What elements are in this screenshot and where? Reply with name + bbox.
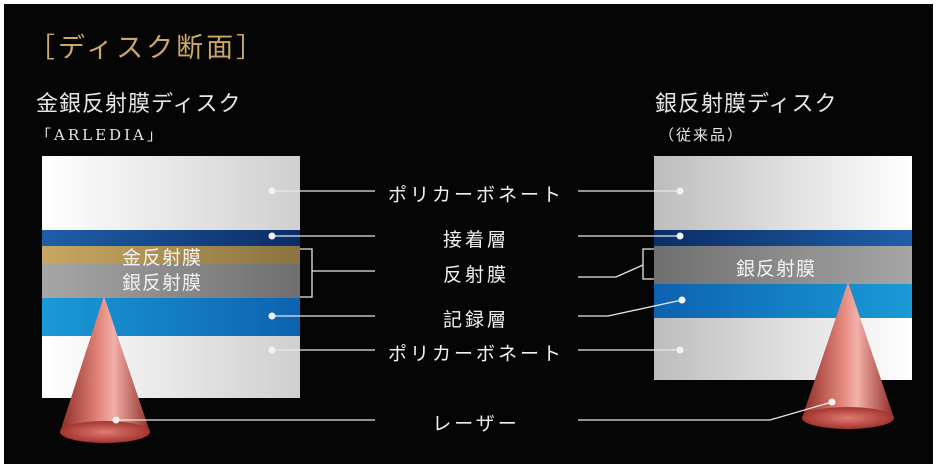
left-disc [42, 156, 300, 398]
connector-dots [112, 187, 836, 424]
right-polycarbonate-top [654, 156, 912, 230]
right-laser-cone [802, 282, 894, 429]
label-reflective-film: 反射膜 [442, 264, 509, 286]
left-adhesive-layer [42, 230, 300, 246]
left-silver-reflective-layer [42, 264, 300, 298]
left-disc-heading: 金銀反射膜ディスク [36, 92, 242, 117]
connector-lines [116, 190, 833, 421]
label-recording-layer: 記録層 [442, 309, 509, 331]
left-recording-layer [42, 298, 300, 336]
diagram-title: ［ディスク断面］ [28, 33, 267, 64]
left-disc-subheading: 「ARLEDIA」 [36, 126, 165, 144]
right-recording-layer [654, 284, 912, 318]
right-disc-subheading: （従来品） [659, 126, 745, 144]
right-silver-layer-label: 銀反射膜 [736, 258, 817, 280]
left-polycarbonate-top [42, 156, 300, 230]
right-disc [654, 156, 912, 380]
label-laser: レーザー [432, 413, 520, 435]
left-gold-reflective-layer [42, 246, 300, 264]
label-polycarbonate-bottom: ポリカーボネート [387, 343, 564, 365]
left-silver-layer-label: 銀反射膜 [122, 272, 203, 294]
label-adhesive-layer: 接着層 [442, 229, 509, 251]
left-gold-layer-label: 金反射膜 [122, 247, 203, 269]
right-disc-heading: 銀反射膜ディスク [655, 92, 838, 117]
right-silver-reflective-layer [654, 246, 912, 284]
right-adhesive-layer [654, 230, 912, 246]
label-polycarbonate-top: ポリカーボネート [387, 184, 564, 206]
left-laser-cone [60, 296, 150, 443]
